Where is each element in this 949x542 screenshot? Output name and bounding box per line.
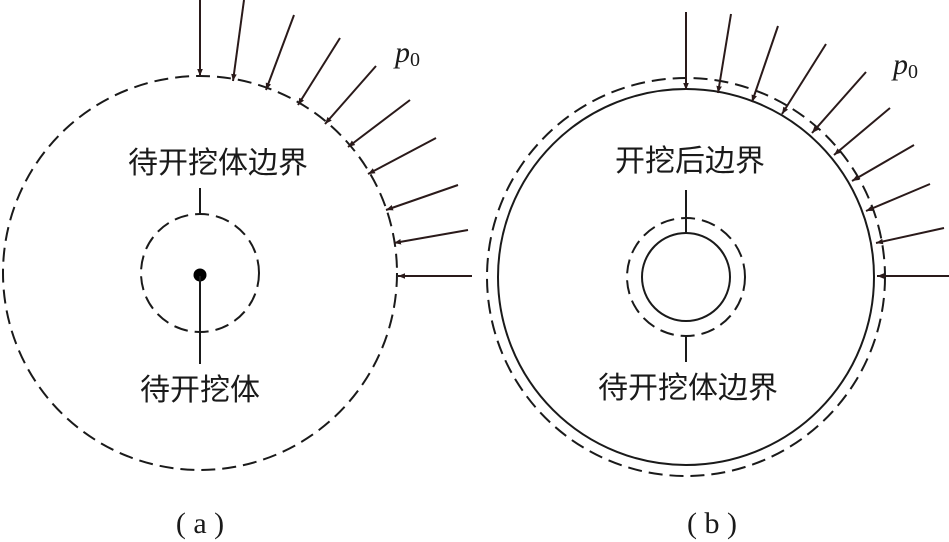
panel-a-caption: ( a ) bbox=[176, 507, 224, 540]
panel-b-caption: ( b ) bbox=[687, 507, 737, 540]
panel-a-arrow bbox=[231, 0, 245, 82]
panel-b-inner-solid-circle bbox=[641, 232, 731, 322]
panel-b-arrow bbox=[751, 25, 779, 103]
panel-a-boundary-label: 待开挖体边界 bbox=[128, 146, 308, 181]
panel-b-arrow bbox=[851, 144, 915, 182]
panel-b-inner-dashed-circle bbox=[626, 217, 746, 337]
panel-b-boundary-label: 待开挖体边界 bbox=[598, 371, 778, 406]
panel-a-arrow bbox=[385, 184, 459, 211]
panel-a: p0 待开挖体边界 待开挖体 ( a ) bbox=[2, 0, 472, 540]
panel-b-outer-dashed-circle bbox=[486, 77, 886, 477]
panel-b-after-boundary-label: 开挖后边界 bbox=[615, 144, 765, 179]
panel-a-arrow bbox=[347, 99, 411, 148]
panel-a-arrow bbox=[324, 65, 377, 125]
panel-a-arrow bbox=[367, 137, 437, 175]
panel-b-load-label: p0 bbox=[891, 48, 918, 83]
panel-a-load-arrows bbox=[197, 0, 472, 279]
panel-a-arrow bbox=[265, 14, 295, 91]
panel-b-load-arrows bbox=[683, 12, 949, 279]
panel-a-load-label: p0 bbox=[393, 36, 420, 71]
panel-b-arrow bbox=[716, 13, 732, 94]
panel-a-arrow bbox=[297, 37, 341, 106]
panel-b: p0 开挖后边界 待开挖体边界 ( b ) bbox=[486, 12, 949, 540]
panel-b-arrow bbox=[875, 227, 945, 245]
panel-a-arrow bbox=[393, 229, 469, 245]
panel-a-center-dot bbox=[193, 268, 207, 282]
panel-b-arrow bbox=[833, 107, 891, 156]
panel-a-body-label: 待开挖体 bbox=[140, 373, 260, 408]
panel-b-arrow bbox=[781, 43, 827, 115]
panel-b-arrow bbox=[811, 71, 867, 134]
panel-b-arrow bbox=[865, 183, 931, 212]
